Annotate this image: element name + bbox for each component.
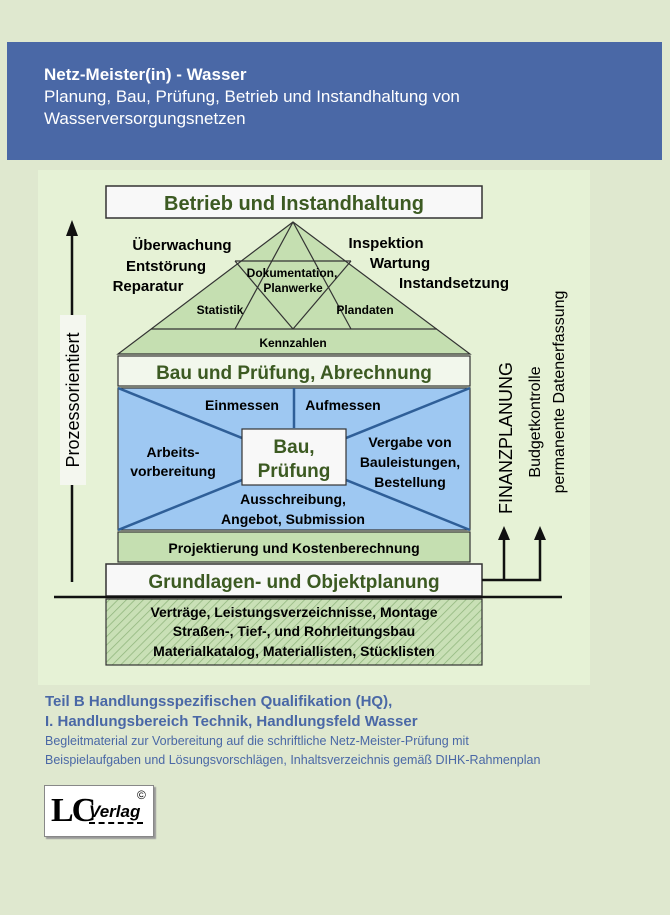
copyright-icon: © [137,788,146,802]
finanz-label: FINANZPLANUNG [496,362,516,514]
center-box-line1: Bau, [273,437,314,458]
prozess-label: Prozessorientiert [63,332,83,467]
foundation-3: Materialkatalog, Materiallisten, Stückli… [153,643,435,659]
book-subtitle-line2: Wasserversorgungsnetzen [44,109,246,128]
blue-left-2: vorbereitung [130,463,216,479]
grund-box [105,563,483,597]
projekt-box [117,531,471,563]
subtitle-line4: Beispielaufgaben und Lösungsvorschlägen,… [45,753,541,767]
roof-triangle [116,221,472,355]
subtitle-line2: I. Handlungsbereich Technik, Handlungsfe… [45,713,418,730]
blue-right-1: Vergabe von [368,434,451,450]
finanz-connector [482,536,542,582]
subtitle-line1: Teil B Handlungsspezifischen Qualifikati… [45,693,393,710]
center-box-line2: Prüfung [258,461,331,482]
blue-right-3: Bestellung [374,474,446,490]
diagram-panel: Betrieb und Instandhaltung Überwachung E… [38,170,590,685]
logo-underline [89,822,143,824]
roof-right-2: Wartung [370,255,430,272]
prozess-arrow-head [66,220,78,236]
grund-box-label: Grundlagen- und Objektplanung [148,572,439,593]
blue-bottom-2: Angebot, Submission [221,511,365,527]
prozess-label-bg [60,315,86,485]
roof-center-2: Planwerke [263,281,323,295]
budget-label: Budgetkontrolle [527,366,544,477]
permanent-label: permanente Datenerfassung [551,291,568,494]
bau-box [117,355,471,387]
projekt-box-label: Projektierung und Kostenberechnung [168,540,419,556]
roof-right-3: Instandsetzung [399,275,509,292]
top-box-label: Betrieb und Instandhaltung [164,193,424,215]
roof-left-3: Reparatur [113,278,184,295]
blue-bottom-1: Ausschreibung, [240,491,346,507]
roof-left-1: Überwachung [132,237,231,254]
bau-box-label: Bau und Prüfung, Abrechnung [156,363,432,384]
top-box [105,185,483,219]
book-title: Netz-Meister(in) - Wasser [44,65,247,84]
blue-right-2: Bauleistungen, [360,454,460,470]
header-banner: Netz-Meister(in) - Wasser Planung, Bau, … [7,42,662,160]
logo-verlag: Verlag [89,802,141,821]
book-subtitle-line1: Planung, Bau, Prüfung, Betrieb und Insta… [44,87,460,106]
budget-arrow-head [534,526,546,540]
logo-lc: LC [51,792,96,829]
subtitle-line3: Begleitmaterial zur Vorbereitung auf die… [45,734,469,748]
roof-left-2: Entstörung [126,258,206,275]
roof-center-1: Dokumentation, [247,266,338,280]
foundation-2: Straßen-, Tief-, und Rohrleitungsbau [173,623,415,639]
roof-right-1: Inspektion [348,235,423,252]
roof-kennzahlen: Kennzahlen [259,336,326,350]
publisher-logo: LC Verlag © [44,785,154,837]
roof-statistik: Statistik [197,303,244,317]
blue-aufmessen: Aufmessen [305,397,380,413]
foundation-box [105,598,483,666]
center-box [241,428,347,486]
finanz-arrow-head [498,526,510,540]
blue-left-1: Arbeits- [147,444,200,460]
subtitle-block: Teil B Handlungsspezifischen Qualifikati… [45,692,645,770]
blue-einmessen: Einmessen [205,397,279,413]
foundation-1: Verträge, Leistungsverzeichnisse, Montag… [150,604,437,620]
roof-plandaten: Plandaten [336,303,393,317]
process-house-diagram: Betrieb und Instandhaltung Überwachung E… [54,185,568,666]
